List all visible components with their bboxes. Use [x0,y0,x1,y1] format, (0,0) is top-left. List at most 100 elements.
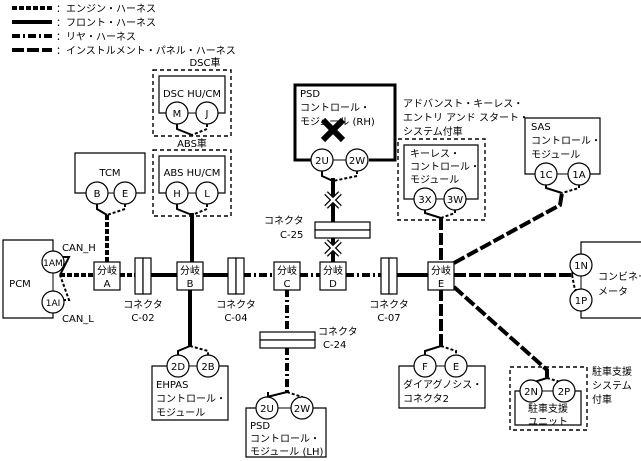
keyless-group-line3: システム付車 [403,125,463,138]
ehpas-line1: EHPAS [156,380,188,391]
pin-1p-label: 1P [575,296,587,307]
diag-line2: コネクタ2 [403,393,449,405]
pin-j [195,101,219,125]
connector-c24: コネクタ C-24 [259,326,358,351]
pin-l-label: L [204,189,210,200]
pin-b [85,181,109,205]
connector-c07-label: コネクタ [369,299,409,311]
legend-rear-label: ：リヤ・ハーネス [56,31,136,43]
branch-a: 分岐A [93,261,121,291]
dsc-optional-box [152,69,232,137]
psd-rh-line2: コントロール・ [300,103,370,114]
keyless-box [403,144,479,200]
pin-2n-label: 2N [524,387,538,398]
pin-2u-rh [310,148,334,172]
pin-1n [569,253,593,277]
pin-1a-label: 1A [572,170,585,181]
connector-c02: コネクタ C-02 [123,257,163,324]
sas-line1: SAS [531,122,551,133]
psd-lh-module: 2U 2W PSD コントロール・ モジュール (LH) [245,396,327,458]
cut-x-icons [324,191,342,257]
keyless-line1: キーレス・ [410,149,460,160]
dsc-group-label: DSC車 [189,56,220,69]
pin-1p [569,288,593,312]
connector-c02-id: C-02 [131,313,154,324]
harness-e-sas [453,192,564,265]
connector-c04-label: コネクタ [216,299,256,311]
pin-2w-lh-label: 2W [294,404,310,415]
pin-3w [443,187,467,211]
meter-box [580,241,641,319]
keyless-group-line2: エントリ アンド スタート・ [403,112,529,124]
psd-rh-line1: PSD [300,89,320,100]
pin-h [165,181,189,205]
branch-b-bottom: B [187,279,194,290]
diagnosis-connector-2: F E ダイアグノシス・ コネクタ2 [398,354,486,409]
pin-e-label: E [122,189,128,200]
pin-3x [413,187,437,211]
connector-c07-id: C-07 [377,313,400,324]
pin-2w-lh [290,396,314,420]
keyless-line3: モジュール [410,175,459,186]
keyless-line2: コントロール・ [410,162,480,173]
legend: ：エンジン・ハーネス ：フロント・ハーネス ：リヤ・ハーネス ：インストルメント… [12,3,236,57]
ehpas-line2: コントロール・ [156,394,226,405]
pin-2p [552,379,576,403]
pin-e-diag-label: E [453,362,459,373]
branch-a-bottom: A [104,279,111,290]
sas-line3: モジュール [531,150,580,161]
branch-c-bottom: C [284,279,291,290]
pin-e [113,181,137,205]
pin-b-label: B [94,189,101,200]
parking-group-line1: 駐車支援 [592,365,632,378]
dsc-name: DSC HU/CM [163,89,221,100]
pin-e-diag [444,354,468,378]
not-used-x-icon [320,117,346,143]
parking-line1: 駐車支援 [528,402,568,415]
legend-front-label: ：フロント・ハーネス [56,17,156,29]
branch-e: 分岐E [427,261,455,291]
keyless-group-line1: アドバンスト・キーレス・ [403,98,523,110]
pin-2u-lh [255,396,279,420]
diag-line1: ダイアグノシス・ [403,378,482,391]
connector-c25: コネクタ C-25 [264,215,371,241]
pin-f [413,354,437,378]
keyless-optional-box [397,138,486,221]
pin-h-label: H [173,189,181,200]
tcm-name: TCM [98,168,120,179]
branch-d: 分岐D [319,261,347,291]
pin-1a [567,162,591,186]
pin-1ai-label: 1AI [46,299,61,309]
pin-2w-rh [345,148,369,172]
dsc-module-group: DSC車 DSC HU/CM M J [152,56,232,137]
pin-1am [41,250,65,274]
keyless-module-group: アドバンスト・キーレス・ エントリ アンド スタート・ システム付車 キーレス・… [397,98,529,221]
pin-2u-lh-label: 2U [260,404,274,415]
branch-e-bottom: E [438,279,444,290]
sas-module: SAS コントロール・ モジュール 1C 1A [524,117,601,186]
abs-name: ABS HU/CM [164,168,221,179]
ehpas-box [151,365,229,421]
ehpas-line3: モジュール [156,408,205,419]
pin-2u-rh-label: 2U [315,156,329,167]
branch-points: 分岐A 分岐B 分岐 C 分岐D 分岐E [93,261,455,291]
pin-j-label: J [205,109,209,120]
pin-2d-label: 2D [171,362,185,373]
branch-b: 分岐B [176,261,204,291]
psd-lh-line1: PSD [250,421,270,432]
connector-c02-label: コネクタ [123,299,163,311]
pin-1c-label: 1C [539,170,552,181]
parking-line2: ユニット [528,417,568,428]
pin-m [165,101,189,125]
connectors: コネクタ C-02 コネクタ C-04 コネクタ C-07 コネクタ C-24 … [123,215,409,351]
combination-meter: 1N 1P コンビネーション・ メータ [569,241,641,319]
pin-1ai [41,290,65,314]
pcm-module: PCM 1AM 1AI CAN_H CAN_L [2,239,96,325]
pin-2d [166,354,190,378]
connector-c25-label: コネクタ [264,215,304,227]
harness-e-parking [452,285,549,378]
psd-lh-line3: モジュール (LH) [250,447,323,458]
pin-1c [534,162,558,186]
branch-c-top: 分岐 [277,264,297,277]
